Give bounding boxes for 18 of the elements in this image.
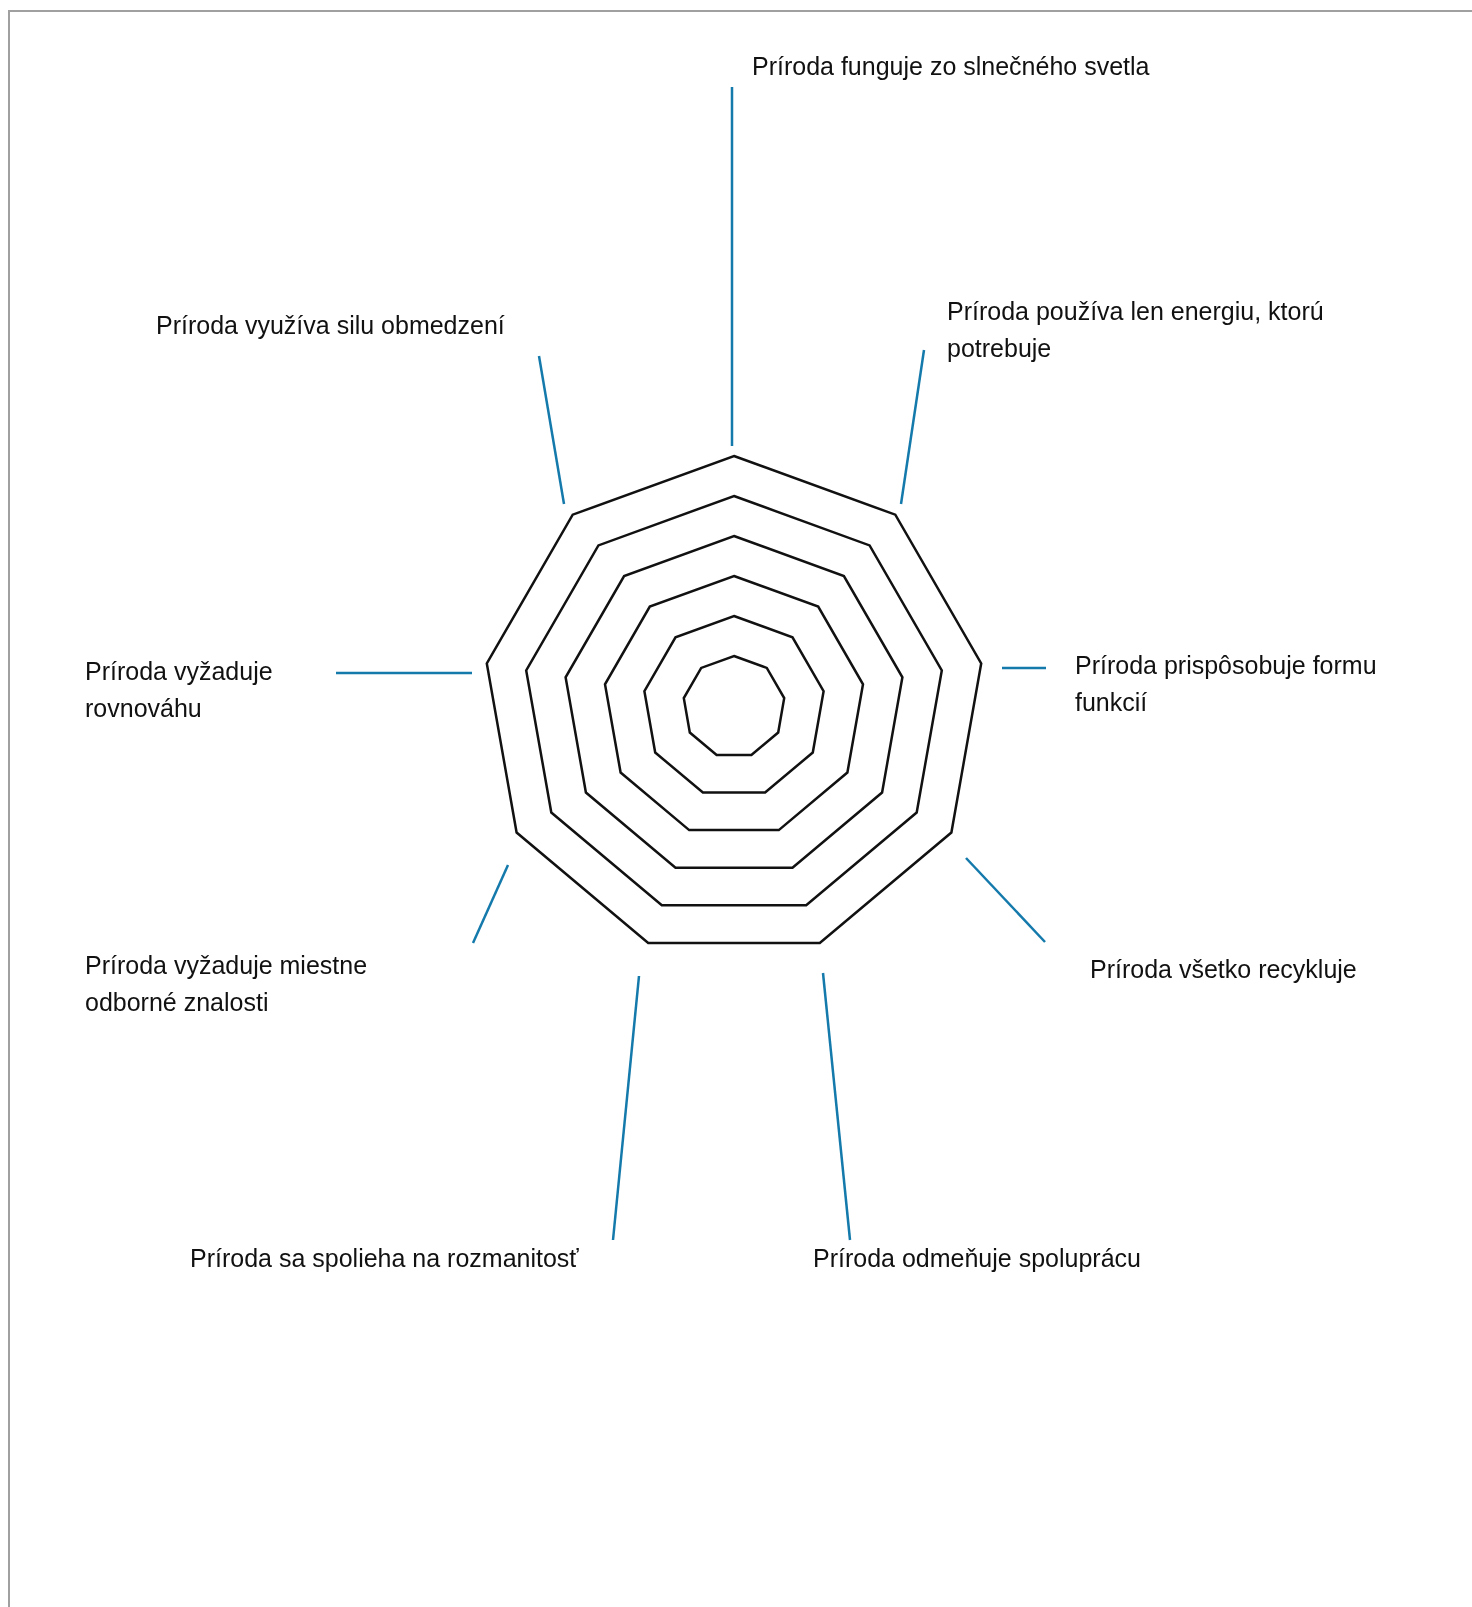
leader-line	[965, 857, 1046, 943]
leader-label: Príroda odmeňuje spoluprácu	[813, 1240, 1253, 1277]
leader-label: Príroda používa len energiu, ktorú potrebuje	[947, 293, 1397, 367]
leader-label: Príroda funguje zo slnečného svetla	[752, 48, 1312, 85]
leader-line	[471, 864, 510, 944]
leader-label: Príroda využíva silu obmedzení	[156, 307, 616, 344]
leader-line	[537, 355, 566, 505]
leader-label: Príroda prispôsobuje formu funkcií	[1075, 647, 1455, 721]
leader-line	[730, 87, 734, 446]
leader-line	[611, 975, 641, 1241]
leader-label: Príroda vyžaduje rovnováhu	[85, 653, 325, 727]
leader-label: Príroda sa spolieha na rozmanitosť	[190, 1240, 650, 1277]
leader-line	[1002, 666, 1046, 670]
leader-line	[821, 972, 852, 1241]
leader-line	[899, 349, 926, 505]
leader-label: Príroda všetko recykluje	[1090, 951, 1450, 988]
leader-label: Príroda vyžaduje miestne odborné znalosti	[85, 947, 435, 1021]
leader-line	[336, 671, 472, 675]
